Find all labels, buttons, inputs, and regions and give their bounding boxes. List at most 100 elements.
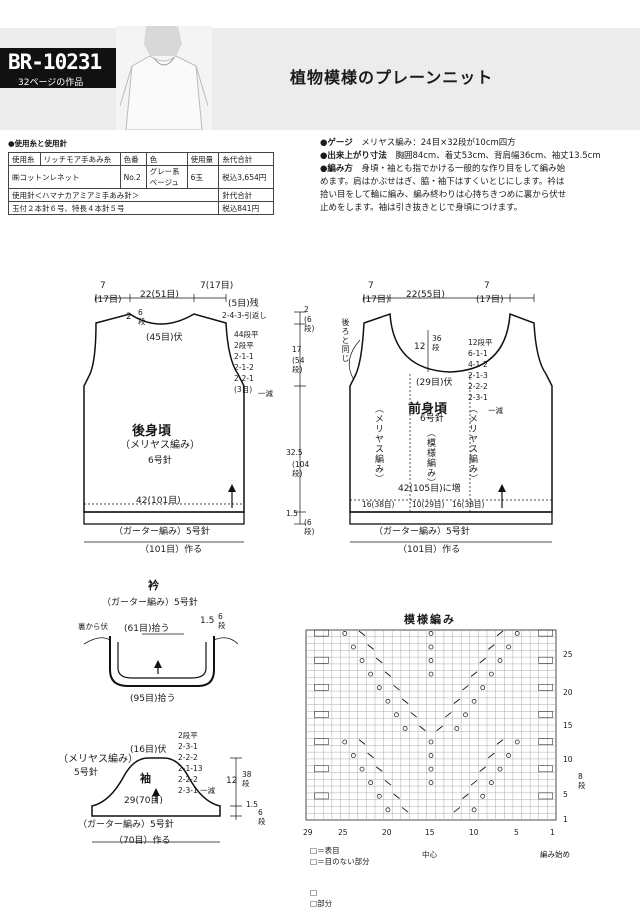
front-neck-st: (29目)伏 (416, 378, 453, 388)
back-arm-3: 2-1-1 (234, 352, 254, 361)
sleeve-diagram (91, 757, 242, 843)
stitch-chart (305, 629, 557, 821)
front-split-right: 16(38目) (452, 500, 485, 509)
front-stitch-center: （模様編み） (425, 428, 435, 488)
chart-decrease (401, 698, 409, 704)
chart-yarn-over (497, 766, 503, 772)
chart-decrease (436, 725, 443, 732)
sleeve-hem: （ガーター編み）5号針 (78, 820, 174, 830)
back-neck-rows: 2 (126, 312, 132, 322)
chart-edge-marker (538, 738, 553, 745)
chart-footnote-2: □部分 (310, 899, 333, 908)
front-neck-rows: 36段 (432, 334, 442, 352)
front-body-diagram (348, 294, 553, 543)
chart-decrease (470, 671, 478, 677)
chart-edge-marker (314, 711, 329, 718)
front-width: 42(105目)に増 (398, 484, 461, 494)
chart-yarn-over (506, 644, 511, 650)
chart-decrease (367, 752, 374, 759)
chart-decrease (496, 630, 504, 637)
sleeve-shape-1: 2段平 (178, 731, 198, 740)
col-yarn: 使用糸 (8, 152, 41, 166)
sleeve-shape-2: 2-3-1 (178, 742, 198, 751)
chart-edge-marker (314, 792, 329, 800)
chart-edge-marker (538, 684, 553, 691)
chart-footnote-1: □ (310, 888, 318, 897)
col-price: 糸代合計 (218, 152, 274, 166)
chart-edge-marker (538, 656, 553, 664)
back-arm-1: 44段平 (234, 330, 259, 339)
chart-decrease (488, 644, 495, 650)
front-stitch-left: （メリヤス編み） (373, 404, 383, 484)
chart-yarn-over (488, 671, 494, 677)
sleeve-shape-5: 2-2-2 (178, 775, 198, 784)
collar-from-back: 裏から伏 (78, 622, 108, 631)
chart-yarn-over (514, 631, 520, 636)
front-arm-4: 2-1-3 (468, 371, 488, 380)
chart-decrease (479, 657, 487, 664)
collar-stitch: （ガーター編み）5号針 (102, 598, 198, 608)
front-top-mid: 22(55目) (406, 290, 445, 300)
chart-decrease (419, 725, 426, 732)
chart-yarn-over (463, 712, 468, 718)
chart-yarn-over (342, 631, 348, 636)
chart-yarn-over (480, 793, 486, 799)
col-color-no: 色番 (119, 152, 147, 166)
chart-legend-1: □＝表目 (310, 846, 340, 855)
chart-x-10: 10 (469, 828, 479, 837)
chart-x-1: 1 (550, 828, 555, 837)
chart-start-label: 編み始め (540, 850, 570, 859)
chart-yarn-over (376, 793, 382, 799)
chart-decrease (375, 657, 383, 664)
chart-edge-marker (538, 765, 553, 773)
chart-yarn-over (428, 766, 434, 772)
front-split-left: 16(38目) (362, 500, 395, 509)
sleeve-shape-4: 2-1-13 (178, 764, 203, 773)
chart-edge-marker (314, 629, 329, 637)
chart-yarn-over (359, 766, 365, 772)
chart-x-20: 20 (382, 828, 392, 837)
collar-diagram (83, 633, 239, 687)
sleeve-shape-6: 2-3-1 (178, 786, 198, 795)
back-cast-on: （101目）作る (140, 545, 203, 555)
method-line-3: 拾い目をして輪に編み、編み終わりは心持ちきつめに裏から伏せ (320, 190, 567, 200)
chart-yarn-over (359, 658, 365, 663)
chart-edge-marker (314, 656, 329, 664)
page-title: 植物模様のプレーンニット (290, 68, 494, 87)
chart-y-5: 5 (563, 790, 568, 799)
back-arm-6: (3目) (234, 385, 253, 394)
front-arm-2: 6-1-1 (468, 349, 488, 358)
chart-edge-marker (314, 738, 329, 745)
chart-edge-marker (538, 629, 553, 637)
pattern-code: BR-10231 (8, 50, 102, 74)
chart-yarn-over (428, 658, 434, 663)
chart-yarn-over (351, 753, 356, 758)
front-top-left-st: (17目) (362, 295, 390, 305)
chart-decrease (479, 766, 487, 772)
chart-yarn-over (376, 685, 382, 691)
back-hem: （ガーター編み）5号針 (114, 527, 210, 537)
back-neck-st: (45目)伏 (146, 333, 183, 343)
sleeve-hem-rows: 1.5 (246, 800, 258, 809)
method-label: ●編み方 (320, 164, 353, 174)
chart-yarn-over (428, 644, 434, 650)
front-neck-depth: 12 (414, 342, 426, 352)
chart-edge-marker (538, 792, 553, 800)
needle-list: 玉付２本針６号、特長４本針５号 (7, 201, 220, 215)
yarn-price: 税込3,654円 (218, 165, 274, 189)
chart-edge-marker (314, 765, 329, 773)
chart-yarn-over (471, 698, 477, 704)
sleeve-cap-rows: 38段 (242, 770, 252, 788)
yarn-color-no: No.2 (119, 165, 147, 189)
sleeve-hem-rows-unit: 6段 (258, 808, 266, 826)
chart-decrease (384, 671, 392, 677)
collar-rows: 1.5 (200, 616, 215, 626)
front-hem: （ガーター編み）5号針 (374, 527, 470, 537)
chart-yarn-over (454, 726, 460, 731)
chart-yarn-over (368, 671, 374, 677)
back-dim-top: 2 (304, 305, 309, 314)
back-title: 後身頃 (132, 424, 172, 439)
front-title: 前身頃 (408, 402, 448, 417)
needle-header: 使用針＜ハマナカアミアミ手あみ針＞ (7, 188, 220, 202)
method-line-4: 止めをします。袖は引き抜きとじで身頃につけます。 (320, 203, 523, 213)
